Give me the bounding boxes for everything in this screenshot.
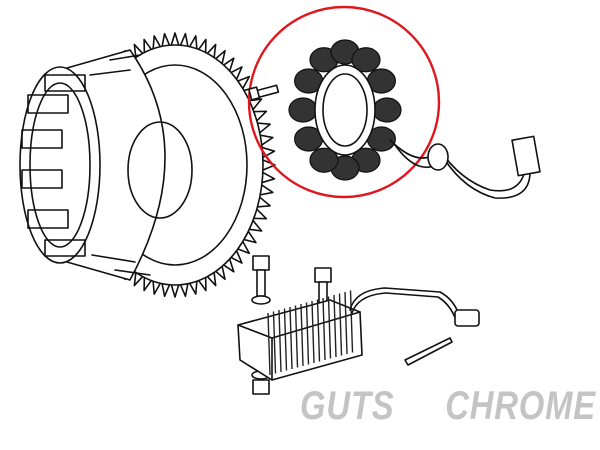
heat-sink-fin — [267, 312, 271, 376]
voltage-regulator — [237, 287, 480, 381]
heat-sink-fin — [305, 302, 310, 365]
heat-sink-fin — [283, 308, 288, 371]
highlight-circle — [247, 5, 441, 199]
heat-sink-fin — [322, 297, 326, 361]
heat-sink-fin — [278, 309, 282, 373]
heat-sink-fin — [294, 305, 299, 368]
heat-sink-fin — [272, 311, 277, 374]
heat-sink-fin — [338, 293, 343, 356]
regulator-bolts — [251, 255, 332, 395]
gear-tooth — [235, 75, 251, 91]
gear-tooth — [221, 256, 235, 273]
heat-sink-fin — [316, 299, 321, 362]
heat-sink-fin — [311, 300, 315, 364]
heat-sink-fin — [344, 291, 348, 355]
gear-tooth — [228, 66, 243, 82]
stator-coil — [309, 147, 339, 173]
heat-sink-fin — [349, 290, 354, 353]
heat-sink-fin — [327, 296, 332, 359]
cable-tie — [404, 337, 453, 366]
gear-tooth — [260, 158, 276, 172]
gear-tooth — [221, 57, 235, 74]
stator-coil — [351, 47, 381, 73]
gear-tooth — [228, 248, 243, 264]
gear-tooth — [259, 170, 276, 184]
gear-tooth — [235, 239, 251, 255]
heat-sink-fin — [289, 306, 293, 370]
stator — [288, 39, 541, 199]
stator-coil — [372, 97, 402, 123]
gear-tooth — [169, 32, 181, 48]
heat-sink-fin — [333, 294, 337, 358]
clutch-basket — [19, 32, 276, 298]
stator-coil — [288, 97, 318, 123]
stator-screw — [248, 84, 280, 101]
gear-tooth — [169, 282, 181, 298]
heat-sink-fin — [300, 303, 304, 367]
